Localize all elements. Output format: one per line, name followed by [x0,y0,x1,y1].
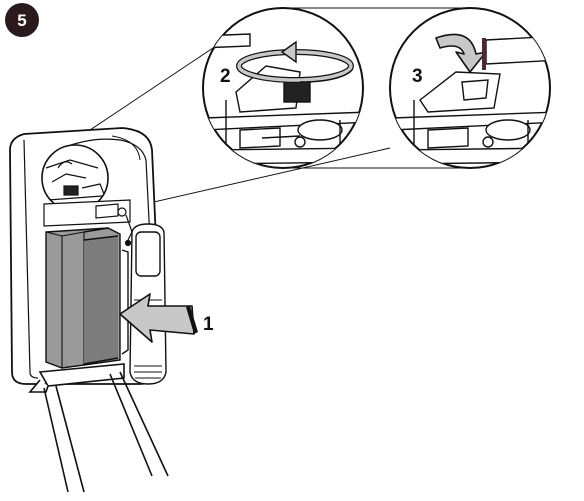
detail-circle-twist [202,7,364,169]
detail-magnifier [41,144,109,212]
callout-label-1: 1 [203,314,214,335]
push-arrow [119,293,198,343]
refill-cartridge [45,227,121,369]
detail-circle-press [389,7,551,169]
open-front-cover [28,363,169,493]
step-badge-circle [5,3,39,37]
callout-label-2: 2 [220,66,231,87]
rotation-arrow [236,40,354,83]
step-badge-number: 5 [17,11,26,30]
callout-label-3: 3 [412,66,423,87]
step-badge: 5 [5,3,39,37]
dispenser-mechanism [43,199,133,247]
press-arrow [435,33,487,73]
